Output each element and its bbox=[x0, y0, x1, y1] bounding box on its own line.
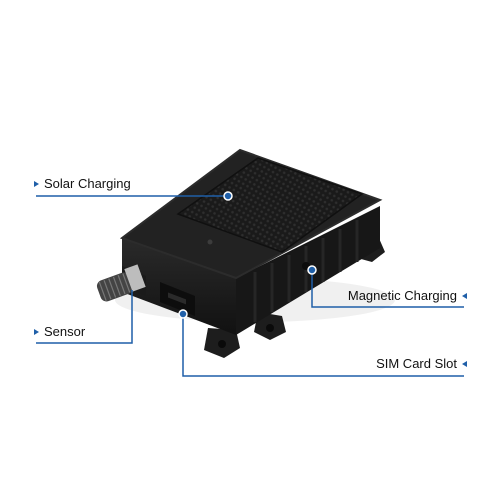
triangle-right-icon bbox=[34, 180, 39, 187]
solar-panel bbox=[176, 157, 364, 253]
leader-magnetic bbox=[311, 270, 464, 308]
mounting-hole bbox=[266, 324, 274, 332]
callout-sim-card-slot: SIM Card Slot bbox=[376, 356, 467, 372]
dot-magnetic bbox=[307, 265, 317, 275]
sim-slot bbox=[168, 292, 186, 305]
callout-label: Solar Charging bbox=[44, 176, 131, 191]
leader-lines bbox=[36, 195, 464, 377]
status-led bbox=[207, 239, 213, 245]
leader-dots bbox=[178, 191, 317, 319]
mounting-hole bbox=[218, 340, 226, 348]
callout-magnetic-charging: Magnetic Charging bbox=[348, 288, 467, 304]
callout-label: Magnetic Charging bbox=[347, 288, 457, 303]
leader-sensor bbox=[36, 290, 133, 344]
device-front-face bbox=[122, 238, 236, 335]
triangle-left-icon bbox=[462, 292, 467, 299]
callout-label: Sensor bbox=[44, 324, 86, 339]
callout-label: SIM Card Slot bbox=[376, 356, 457, 371]
callout-solar-charging: Solar Charging bbox=[34, 176, 131, 192]
triangle-right-icon bbox=[34, 328, 39, 335]
leader-sim bbox=[182, 314, 464, 377]
dot-sim bbox=[178, 309, 188, 319]
callout-sensor: Sensor bbox=[34, 324, 85, 340]
sensor-probe bbox=[96, 264, 146, 302]
triangle-left-icon bbox=[462, 360, 467, 367]
dot-solar bbox=[223, 191, 233, 201]
